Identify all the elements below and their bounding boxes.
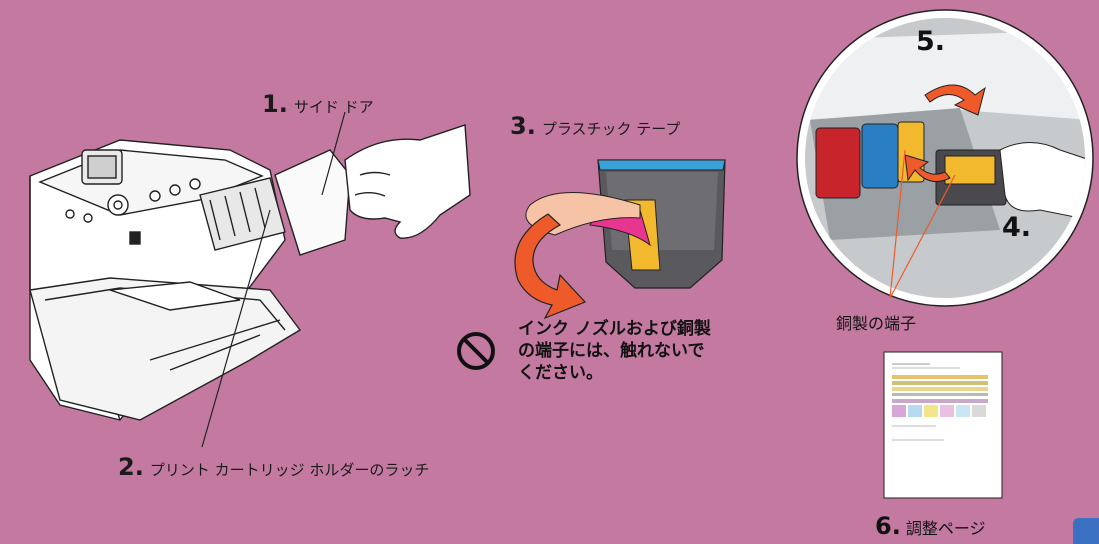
printer-illustration	[29, 139, 351, 421]
step2-label: 2.プリント カートリッジ ホルダーのラッチ	[118, 453, 430, 481]
prohibited-icon	[457, 332, 495, 370]
leader-copper-2	[889, 174, 956, 299]
warning-line-1: インク ノズルおよび銅製	[518, 319, 711, 339]
step3-label: 3.プラスチック テープ	[510, 112, 681, 140]
step6-label: 6.調整ページ	[875, 512, 986, 540]
warning-line-2: の端子には、触れないで	[518, 341, 705, 361]
leader-latch	[201, 209, 271, 448]
step5-label: 5.	[916, 26, 946, 57]
alignment-page-illustration	[883, 351, 1003, 499]
warning-text: インク ノズルおよび銅製 の端子には、触れないで ください。	[518, 318, 768, 384]
copper-contacts-label: 銅製の端子	[836, 314, 917, 333]
hand-illustration	[344, 124, 471, 239]
leader-side-door	[321, 111, 346, 196]
page-corner-tab	[1073, 518, 1099, 544]
step1-label: 1.サイド ドア	[262, 90, 374, 118]
orange-arrow	[514, 213, 587, 320]
leader-copper-1	[889, 149, 906, 299]
warning-line-3: ください。	[518, 363, 603, 383]
cartridge-inset	[796, 9, 1094, 307]
step4-label: 4.	[1002, 212, 1032, 243]
